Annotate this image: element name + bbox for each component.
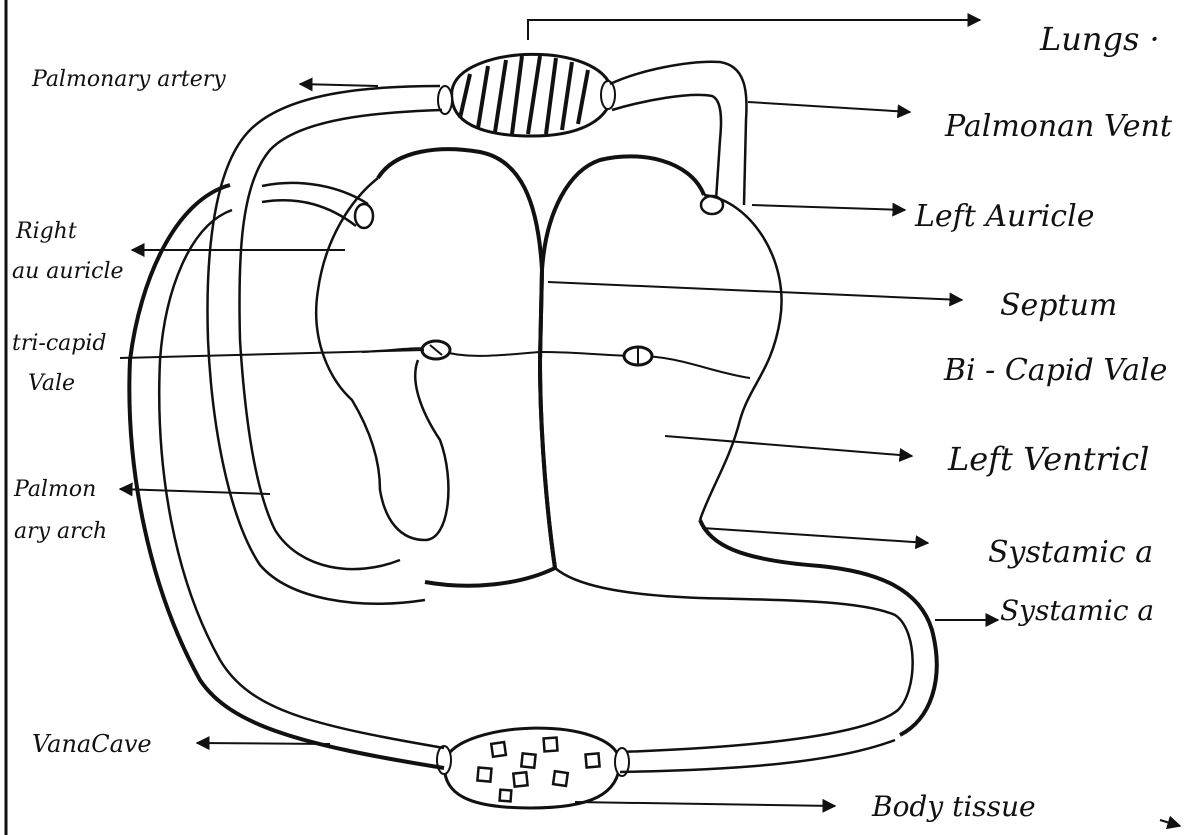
pulmonary-artery-vessel xyxy=(207,86,442,604)
label-right-auricle-line1: Right xyxy=(15,219,77,244)
label-right-auricle-line2: au auricle xyxy=(12,259,124,284)
arrow-pulmonary-artery xyxy=(300,84,378,86)
arrow-lungs xyxy=(528,20,980,40)
vena-cava-vessel xyxy=(129,185,444,768)
labels: Lungs · Palmonary artery Palmonan Vent L… xyxy=(12,20,1173,823)
label-systemic-arch: Systamic a xyxy=(988,535,1153,570)
septum-wall xyxy=(540,270,555,568)
label-septum: Septum xyxy=(1000,288,1117,323)
arrow-vena-cava xyxy=(197,743,330,744)
label-bicuspid: Bi - Capid Vale xyxy=(943,353,1167,388)
arrow-pulmonary-arch xyxy=(120,489,270,494)
label-pulmonary-arch-line2: ary arch xyxy=(14,519,107,544)
pulmonary-vein-vessel xyxy=(610,62,747,214)
label-left-auricle: Left Auricle xyxy=(914,199,1094,234)
label-pulmonary-vein: Palmonan Vent xyxy=(944,109,1173,144)
label-body-tissue: Body tissue xyxy=(871,790,1036,823)
pointer-arrows xyxy=(120,20,998,806)
label-vena-cava: VanaCave xyxy=(32,730,152,758)
tricuspid-pointer-line xyxy=(120,350,424,358)
right-heart-chambers xyxy=(316,149,555,586)
arrow-body-tissue xyxy=(575,802,835,806)
body-tissue-organ xyxy=(437,728,629,808)
label-left-ventricle: Left Ventricl xyxy=(947,440,1149,478)
arrow-left-auricle xyxy=(752,205,905,210)
arrow-left-ventricle xyxy=(665,436,912,456)
label-systemic-artery: Systamic a xyxy=(1000,594,1154,627)
page-edge-mark xyxy=(1160,820,1180,826)
label-tricuspid-line1: tri-capid xyxy=(12,331,106,356)
arrow-pulmonary-vein xyxy=(748,102,910,112)
lungs-organ xyxy=(438,54,615,136)
valves xyxy=(362,341,750,378)
label-pulmonary-arch-line1: Palmon xyxy=(13,477,96,502)
arrow-systemic-arch xyxy=(702,528,928,543)
label-lungs: Lungs · xyxy=(1039,20,1160,58)
label-pulmonary-artery: Palmonary artery xyxy=(31,67,226,92)
systemic-artery-vessel xyxy=(620,740,895,772)
vena-cava-stub xyxy=(262,183,373,228)
arrow-septum xyxy=(548,282,962,300)
label-tricuspid-line2: Vale xyxy=(28,371,75,396)
